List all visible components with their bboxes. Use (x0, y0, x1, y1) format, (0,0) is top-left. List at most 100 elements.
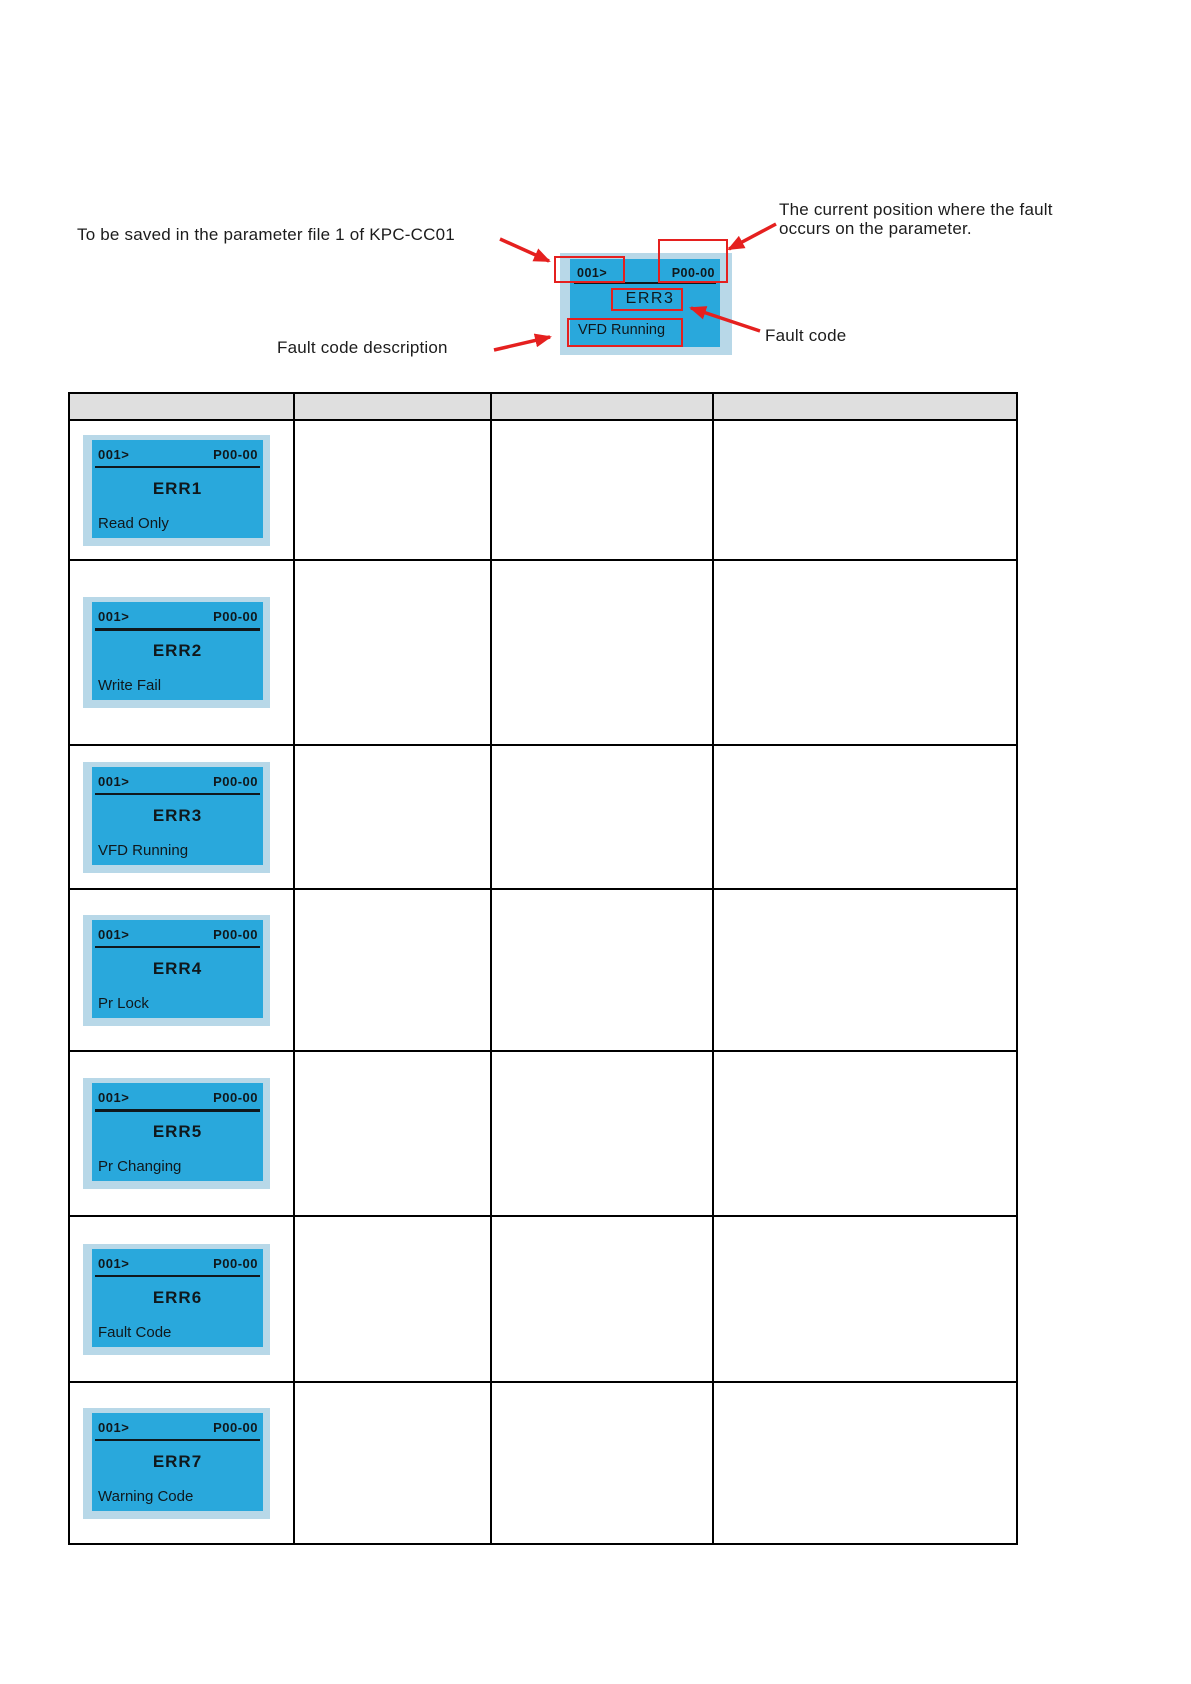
keypad-status-row: 001> P00-00 (98, 774, 258, 789)
fault-code-description: Pr Changing (98, 1158, 182, 1175)
table-cell-display: 001> P00-00 ERR7 Warning Code (70, 1383, 295, 1543)
table-header-row (70, 394, 1016, 421)
keypad-divider-line (95, 1274, 260, 1277)
fault-table-body: 001> P00-00 ERR1 Read Only 00 (70, 421, 1016, 1543)
table-cell-display: 001> P00-00 ERR6 Fault Code (70, 1217, 295, 1381)
table-cell-empty (714, 1383, 1016, 1543)
sample-parameter-position: P00-00 (671, 266, 715, 280)
highlight-box-file-number (554, 256, 625, 283)
table-cell-empty (714, 890, 1016, 1050)
fault-code-description: VFD Running (98, 841, 189, 859)
table-cell-empty (295, 1383, 492, 1543)
table-cell-display: 001> P00-00 ERR5 Pr Changing (70, 1052, 295, 1215)
table-cell-empty (295, 1052, 492, 1215)
table-cell-empty (714, 561, 1016, 744)
keypad-status-row: 001> P00-00 (98, 447, 258, 462)
keypad-status-row: 001> P00-00 (98, 927, 258, 942)
fault-code-label: Fault code (765, 326, 847, 345)
fault-code-description: Read Only (98, 514, 169, 532)
keypad-status-row: 001> P00-00 (98, 1256, 258, 1271)
keypad-display: 001> P00-00 ERR5 Pr Changing (83, 1078, 270, 1189)
position-note-label: The current position where the fault occ… (779, 200, 1109, 238)
table-cell-empty (492, 890, 714, 1050)
parameter-file-number: 001> (98, 1255, 130, 1271)
table-header-cell (295, 394, 492, 419)
fault-code: ERR4 (152, 958, 203, 978)
table-cell-empty (295, 890, 492, 1050)
fault-description-label: Fault code description (277, 338, 448, 357)
keypad-display: 001> P00-00 ERR2 Write Fail (83, 597, 270, 708)
position-note-line1: The current position where the fault (779, 200, 1053, 219)
keypad-display: 001> P00-00 ERR7 Warning Code (83, 1407, 270, 1519)
table-cell-display: 001> P00-00 ERR4 Pr Lock (70, 890, 295, 1050)
table-cell-empty (295, 1217, 492, 1381)
position-note-line2: occurs on the parameter. (779, 219, 972, 238)
fault-code: ERR5 (152, 1122, 203, 1141)
table-cell-empty (714, 1217, 1016, 1381)
sample-fault-code: ERR3 (625, 290, 675, 307)
fault-code: ERR6 (152, 1287, 203, 1307)
parameter-position: P00-00 (213, 773, 258, 789)
arrow-fault-description (493, 333, 552, 352)
table-cell-empty (295, 561, 492, 744)
keypad-divider-line (95, 945, 260, 948)
keypad-display: 001> P00-00 ERR6 Fault Code (83, 1243, 270, 1355)
table-row: 001> P00-00 ERR3 VFD Running (70, 746, 1016, 890)
table-cell-empty (492, 746, 714, 888)
keypad-screen: 001> P00-00 ERR3 VFD Running (92, 766, 263, 865)
keypad-screen: 001> P00-00 ERR1 Read Only (92, 439, 263, 538)
parameter-position: P00-00 (213, 926, 258, 942)
keypad-divider-line (95, 628, 260, 631)
parameter-position: P00-00 (213, 1090, 258, 1105)
sample-fault-description: VFD Running (578, 322, 666, 338)
parameter-file-number: 001> (98, 1419, 130, 1435)
parameter-file-number: 001> (98, 609, 130, 624)
parameter-file-number: 001> (98, 926, 130, 942)
parameter-file-number: 001> (98, 773, 130, 789)
fault-code-description: Fault Code (98, 1323, 172, 1341)
fault-code-description: Write Fail (98, 677, 162, 694)
save-note-label: To be saved in the parameter file 1 of K… (77, 225, 455, 244)
parameter-position: P00-00 (213, 609, 258, 624)
keypad-display: 001> P00-00 ERR3 VFD Running (83, 761, 270, 873)
keypad-display: 001> P00-00 ERR4 Pr Lock (83, 914, 270, 1026)
table-cell-display: 001> P00-00 ERR3 VFD Running (70, 746, 295, 888)
table-row: 001> P00-00 ERR1 Read Only (70, 421, 1016, 561)
keypad-screen: 001> P00-00 ERR6 Fault Code (92, 1248, 263, 1347)
table-cell-empty (714, 1052, 1016, 1215)
table-row: 001> P00-00 ERR4 Pr Lock (70, 890, 1016, 1052)
highlight-box-fault-description (567, 318, 683, 347)
table-cell-empty (492, 1217, 714, 1381)
table-header-cell (714, 394, 1016, 419)
table-header-cell (492, 394, 714, 419)
table-cell-empty (295, 746, 492, 888)
table-cell-empty (492, 1383, 714, 1543)
parameter-position: P00-00 (213, 1419, 258, 1435)
table-cell-empty (295, 421, 492, 559)
parameter-position: P00-00 (213, 446, 258, 462)
parameter-file-number: 001> (98, 1090, 130, 1105)
highlight-box-parameter-position (658, 239, 728, 283)
arrow-position-note (727, 222, 777, 251)
table-cell-empty (714, 421, 1016, 559)
keypad-screen: 001> P00-00 ERR2 Write Fail (92, 602, 263, 700)
arrow-save-note (499, 237, 551, 263)
table-cell-display: 001> P00-00 ERR2 Write Fail (70, 561, 295, 744)
table-cell-empty (492, 421, 714, 559)
fault-code: ERR2 (152, 641, 203, 660)
table-cell-display: 001> P00-00 ERR1 Read Only (70, 421, 295, 559)
keypad-status-row: 001> P00-00 (98, 1420, 258, 1435)
table-row: 001> P00-00 ERR5 Pr Changing (70, 1052, 1016, 1217)
keypad-screen: 001> P00-00 ERR4 Pr Lock (92, 919, 263, 1018)
keypad-status-row: 001> P00-00 (98, 609, 258, 624)
table-row: 001> P00-00 ERR2 Write Fail (70, 561, 1016, 746)
sample-status-row: 001> P00-00 (577, 266, 715, 280)
fault-code-description: Pr Lock (98, 994, 149, 1012)
fault-code: ERR3 (152, 805, 203, 825)
keypad-divider-line (95, 1438, 260, 1441)
keypad-divider-line (95, 1109, 260, 1112)
fault-code-description: Warning Code (98, 1487, 194, 1505)
sample-divider-line (574, 282, 716, 284)
highlight-box-fault-code (611, 288, 683, 311)
